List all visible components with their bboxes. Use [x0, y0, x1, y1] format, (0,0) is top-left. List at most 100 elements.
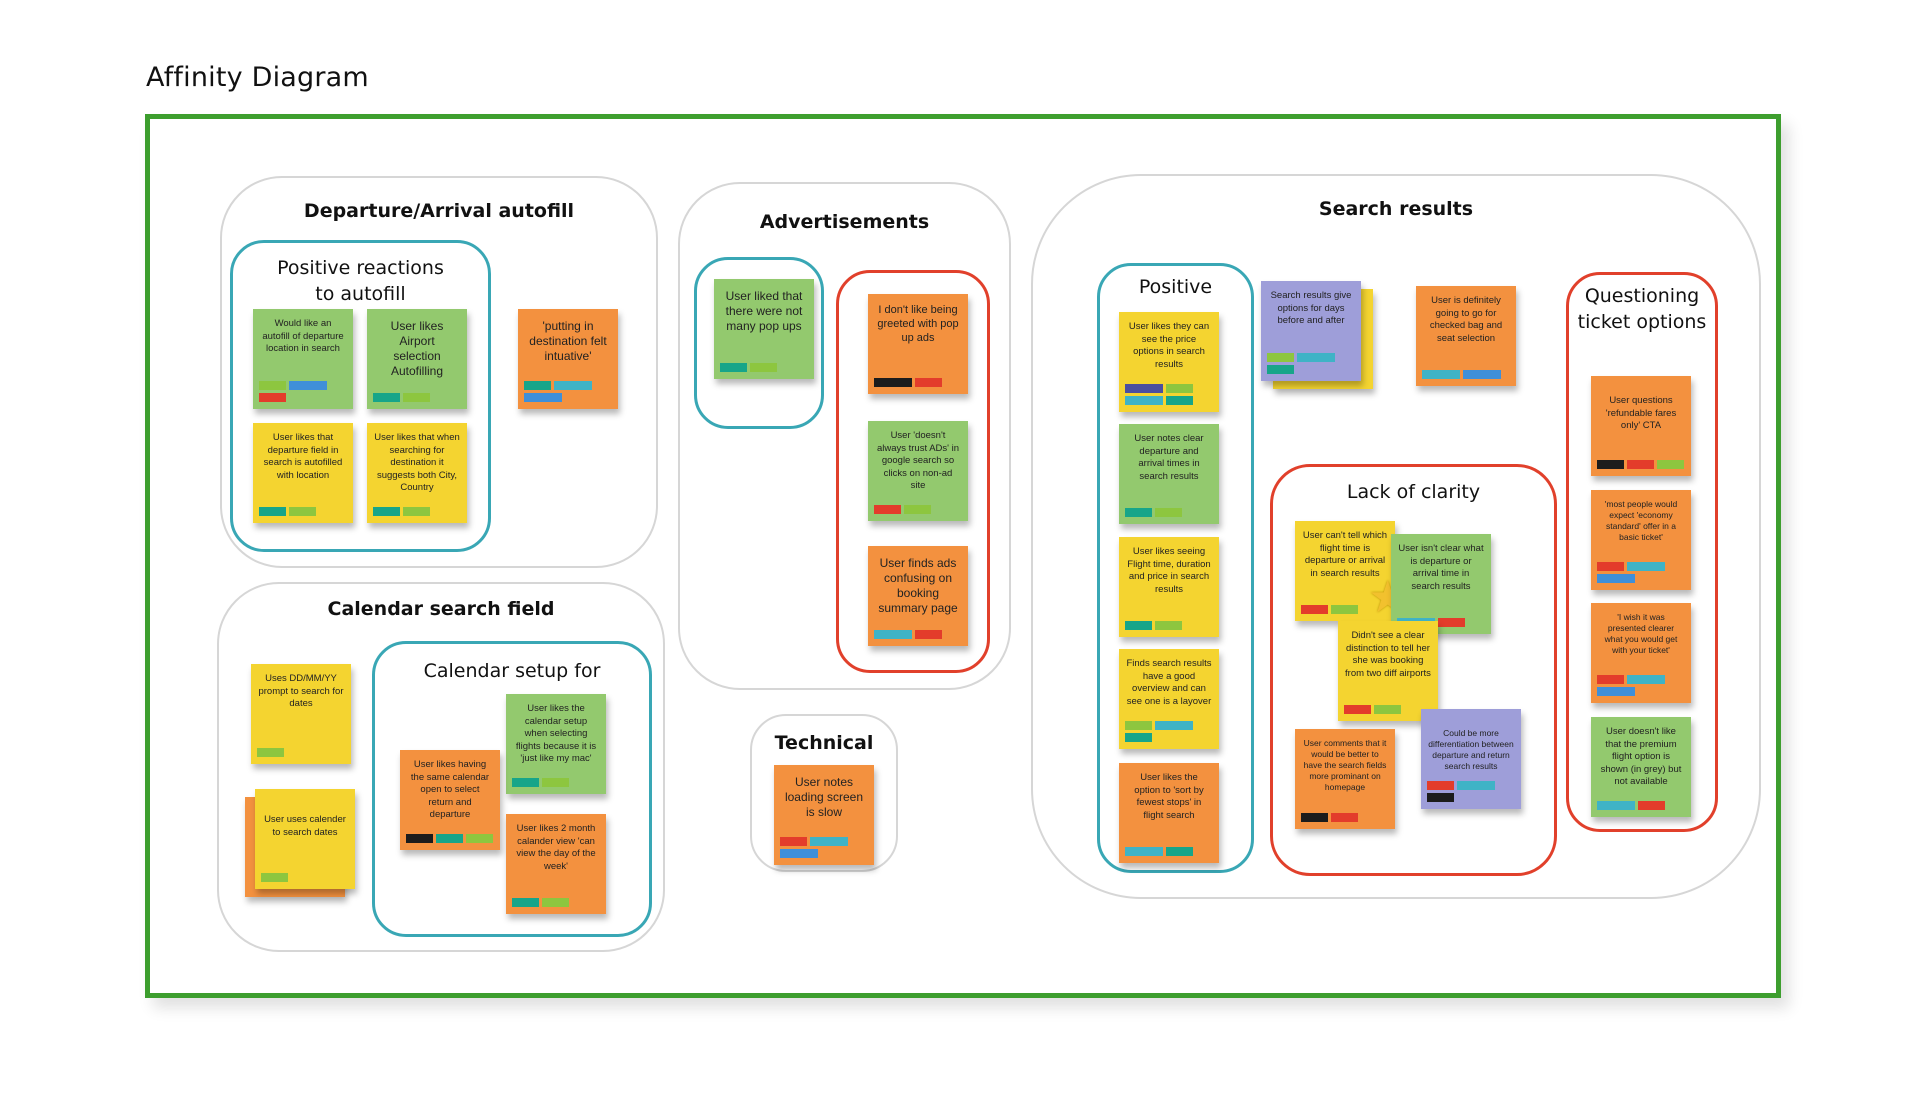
note-tags: [1427, 781, 1519, 802]
note-tags: [1125, 847, 1217, 856]
subgroup-positive-reactions[interactable]: Positive reactions to autofill: [230, 240, 491, 552]
subgroup-label: Positive reactions to autofill: [277, 257, 444, 305]
note-tags: [1125, 721, 1217, 742]
subgroup-negative[interactable]: [836, 270, 990, 673]
sticky-note[interactable]: Uses DD/MM/YY prompt to search for dates: [251, 664, 351, 764]
note-tags: [1125, 508, 1217, 517]
sticky-note[interactable]: I don't like being greeted with pop up a…: [868, 294, 968, 394]
group-advertisements[interactable]: Advertisements User liked that there wer…: [678, 182, 1011, 690]
group-technical[interactable]: Technical User notes loading screen is s…: [750, 714, 898, 872]
subgroup-positive[interactable]: [694, 257, 824, 429]
note-text: User 'doesn't always trust ADs' in googl…: [876, 430, 960, 491]
sticky-note[interactable]: User is definitely going to go for check…: [1416, 286, 1516, 386]
sticky-note[interactable]: User comments that it would be better to…: [1295, 729, 1395, 829]
subgroup-questioning-ticket-options[interactable]: Questioning ticket options: [1566, 272, 1718, 832]
note-text: User liked that there were not many pop …: [725, 289, 803, 333]
subgroup-label: Calendar setup for: [423, 660, 601, 682]
note-text: 'most people would expect 'economy stand…: [1604, 499, 1678, 542]
note-tags: [1301, 813, 1393, 822]
group-departure-arrival[interactable]: Departure/Arrival autofill Positive reac…: [220, 176, 658, 568]
group-label: Advertisements: [759, 211, 930, 233]
note-tags: [874, 378, 966, 387]
sticky-note[interactable]: User likes 2 month calander view 'can vi…: [506, 814, 606, 914]
note-text: User doesn't like that the premium fligh…: [1600, 726, 1682, 787]
note-text: User likes the option to 'sort by fewest…: [1134, 772, 1204, 821]
subgroup-label: Positive: [1138, 276, 1213, 298]
note-text: User likes that departure field in searc…: [263, 432, 343, 481]
note-text: User likes having the same calendar open…: [410, 759, 490, 820]
note-text: Finds search results have a good overvie…: [1126, 658, 1212, 707]
note-tags: [259, 381, 351, 402]
sticky-note[interactable]: User likes having the same calendar open…: [400, 750, 500, 850]
note-text: User comments that it would be better to…: [1303, 738, 1387, 792]
note-text: User likes Airport selection Autofilling: [390, 319, 444, 378]
group-label: Calendar search field: [327, 598, 555, 620]
sticky-note[interactable]: User 'doesn't always trust ADs' in googl…: [868, 421, 968, 521]
sticky-note[interactable]: 'putting in destination felt intuative': [518, 309, 618, 409]
diagram-title: Affinity Diagram: [146, 62, 369, 93]
note-text: Could be more differentiation between de…: [1428, 728, 1514, 771]
sticky-note[interactable]: Search results give options for days bef…: [1261, 281, 1361, 381]
sticky-note[interactable]: User questions 'refundable fares only' C…: [1591, 376, 1691, 476]
subgroup-label: Lack of clarity: [1346, 481, 1481, 503]
subgroup-lack-of-clarity[interactable]: Lack of clarity: [1270, 464, 1557, 876]
note-tags: [373, 507, 465, 516]
sticky-note[interactable]: Didn't see a clear distinction to tell h…: [1338, 621, 1438, 721]
note-text: User likes they can see the price option…: [1128, 321, 1210, 370]
sticky-note[interactable]: Finds search results have a good overvie…: [1119, 649, 1219, 749]
note-tags: [1597, 801, 1689, 810]
note-text: Would like an autofill of departure loca…: [262, 318, 344, 354]
sticky-note[interactable]: User likes seeing Flight time, duration …: [1119, 537, 1219, 637]
note-tags: [1344, 705, 1436, 714]
note-text: Didn't see a clear distinction to tell h…: [1345, 630, 1431, 679]
note-text: 'I wish it was presented clearer what yo…: [1604, 612, 1678, 655]
note-tags: [257, 748, 349, 757]
sticky-note[interactable]: User doesn't like that the premium fligh…: [1591, 717, 1691, 817]
sticky-note[interactable]: 'I wish it was presented clearer what yo…: [1591, 603, 1691, 703]
note-text: User likes the calendar setup when selec…: [515, 703, 597, 764]
group-label: Technical: [774, 732, 874, 754]
note-tags: [1597, 460, 1689, 469]
note-tags: [1125, 621, 1217, 630]
sticky-note[interactable]: Would like an autofill of departure loca…: [253, 309, 353, 409]
subgroup-positive[interactable]: Positive: [1097, 263, 1254, 873]
sticky-note[interactable]: User can't tell which flight time is dep…: [1295, 521, 1395, 621]
note-tags: [780, 837, 872, 858]
sticky-note[interactable]: User uses calender to search dates: [255, 789, 355, 889]
subgroup-label: Questioning ticket options: [1577, 285, 1707, 333]
sticky-note[interactable]: User likes that departure field in searc…: [253, 423, 353, 523]
note-text: User uses calender to search dates: [264, 814, 346, 838]
note-text: 'putting in destination felt intuative': [529, 319, 607, 363]
sticky-note[interactable]: User isn't clear what is departure or ar…: [1391, 534, 1491, 634]
note-tags: [1125, 384, 1217, 405]
sticky-note[interactable]: User finds ads confusing on booking summ…: [868, 546, 968, 646]
sticky-note[interactable]: User notes loading screen is slow: [774, 765, 874, 865]
sticky-note[interactable]: User likes the option to 'sort by fewest…: [1119, 763, 1219, 863]
note-text: Search results give options for days bef…: [1270, 290, 1352, 326]
sticky-note[interactable]: User likes the calendar setup when selec…: [506, 694, 606, 794]
sticky-note[interactable]: 'most people would expect 'economy stand…: [1591, 490, 1691, 590]
sticky-note[interactable]: User liked that there were not many pop …: [714, 279, 814, 379]
note-text: User isn't clear what is departure or ar…: [1398, 543, 1484, 592]
group-calendar-search[interactable]: Calendar search field Calendar setup for…: [217, 582, 665, 952]
note-tags: [1267, 353, 1359, 374]
note-tags: [373, 393, 465, 402]
note-text: User likes that when searching for desti…: [374, 432, 460, 493]
subgroup-calendar-setup[interactable]: Calendar setup for: [372, 641, 652, 937]
note-text: User questions 'refundable fares only' C…: [1605, 395, 1677, 431]
note-tags: [259, 507, 351, 516]
note-tags: [1301, 605, 1393, 614]
note-text: User likes seeing Flight time, duration …: [1127, 546, 1211, 595]
note-tags: [1597, 562, 1689, 583]
sticky-note[interactable]: User likes that when searching for desti…: [367, 423, 467, 523]
note-text: Uses DD/MM/YY prompt to search for dates: [258, 673, 344, 709]
sticky-note[interactable]: User likes Airport selection Autofilling: [367, 309, 467, 409]
note-tags: [512, 898, 604, 907]
note-text: User can't tell which flight time is dep…: [1302, 530, 1388, 579]
board-frame: Departure/Arrival autofill Positive reac…: [145, 114, 1781, 998]
group-label: Search results: [1318, 198, 1474, 220]
sticky-note[interactable]: User likes they can see the price option…: [1119, 312, 1219, 412]
sticky-note[interactable]: Could be more differentiation between de…: [1421, 709, 1521, 809]
group-search-results[interactable]: Search results Positive User likes they …: [1031, 174, 1761, 899]
sticky-note[interactable]: User notes clear departure and arrival t…: [1119, 424, 1219, 524]
